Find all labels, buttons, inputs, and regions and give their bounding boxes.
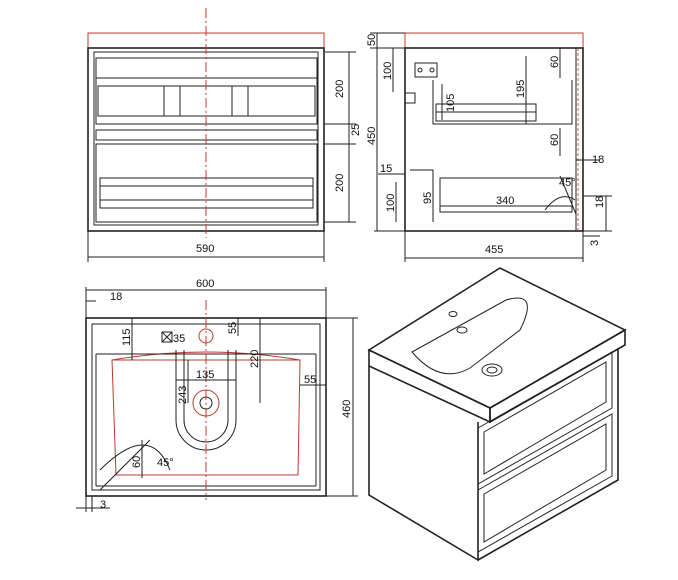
side-total-height-label: 450 bbox=[366, 127, 378, 145]
isometric-view bbox=[367, 267, 627, 562]
side-countertop bbox=[404, 32, 584, 49]
iso-upper-drawer bbox=[477, 351, 613, 485]
side-drawer-depth-label: 195 bbox=[515, 80, 527, 98]
top-corner-label: 60 bbox=[131, 456, 143, 468]
iso-bowl bbox=[411, 297, 528, 375]
top-inner-bowl bbox=[111, 359, 301, 476]
top-drain-dia-label: 243 bbox=[177, 386, 189, 404]
side-depth-label: 455 bbox=[485, 244, 503, 256]
side-angle-label: 45° bbox=[559, 177, 576, 189]
iso-lower-drawer bbox=[477, 413, 613, 553]
front-width-label: 590 bbox=[196, 243, 214, 255]
top-edge-label: 18 bbox=[110, 291, 122, 303]
top-hole-offset-label: 55 bbox=[227, 322, 239, 334]
top-plan-view: 600 18 115 35 55 135 220 bbox=[76, 278, 358, 512]
front-lower-height-label: 200 bbox=[334, 174, 346, 192]
side-inner-top-label: 100 bbox=[382, 62, 394, 80]
side-cabinet-body bbox=[404, 47, 584, 232]
front-view: 590 200 25 200 bbox=[87, 8, 362, 262]
iso-tap-hole bbox=[456, 326, 468, 334]
top-side-offset-label: 55 bbox=[304, 374, 316, 386]
side-top-thickness-label: 50 bbox=[366, 34, 378, 46]
side-bottom-gap-label: 3 bbox=[589, 240, 601, 246]
top-tap-offset-label: 115 bbox=[121, 328, 133, 346]
side-lower-drawer bbox=[439, 177, 573, 213]
side-sink-depth-label: 105 bbox=[445, 94, 457, 112]
front-upper-height-label: 200 bbox=[334, 80, 346, 98]
iso-drain bbox=[481, 363, 503, 377]
front-lower-drawer bbox=[95, 143, 318, 223]
top-trap-depth-label: 220 bbox=[249, 350, 261, 368]
side-panel-thickness-label: 18 bbox=[592, 154, 604, 166]
top-trap-width-label: 135 bbox=[196, 369, 214, 381]
top-hole-dia-label: 35 bbox=[173, 333, 185, 345]
top-bottom-gap-label: 3 bbox=[100, 499, 106, 511]
side-foot-label: 18 bbox=[594, 196, 606, 208]
top-depth-label: 460 bbox=[341, 400, 353, 418]
side-lower-inner-label: 95 bbox=[422, 192, 434, 204]
side-handle bbox=[414, 62, 438, 78]
side-section-view: 50 450 100 105 195 60 60 18 15 100 95 34… bbox=[366, 32, 612, 262]
side-back-mid-label: 60 bbox=[549, 134, 561, 146]
iso-basin-top bbox=[367, 267, 627, 409]
side-handle-depth-label: 15 bbox=[380, 163, 392, 175]
top-width-label: 600 bbox=[196, 278, 214, 290]
side-small-top-label: 60 bbox=[549, 56, 561, 68]
top-angle-label: 45° bbox=[157, 457, 174, 469]
side-inner-width-label: 340 bbox=[496, 195, 514, 207]
front-gap-label: 25 bbox=[350, 124, 362, 136]
side-lower-box-label: 100 bbox=[385, 194, 397, 212]
